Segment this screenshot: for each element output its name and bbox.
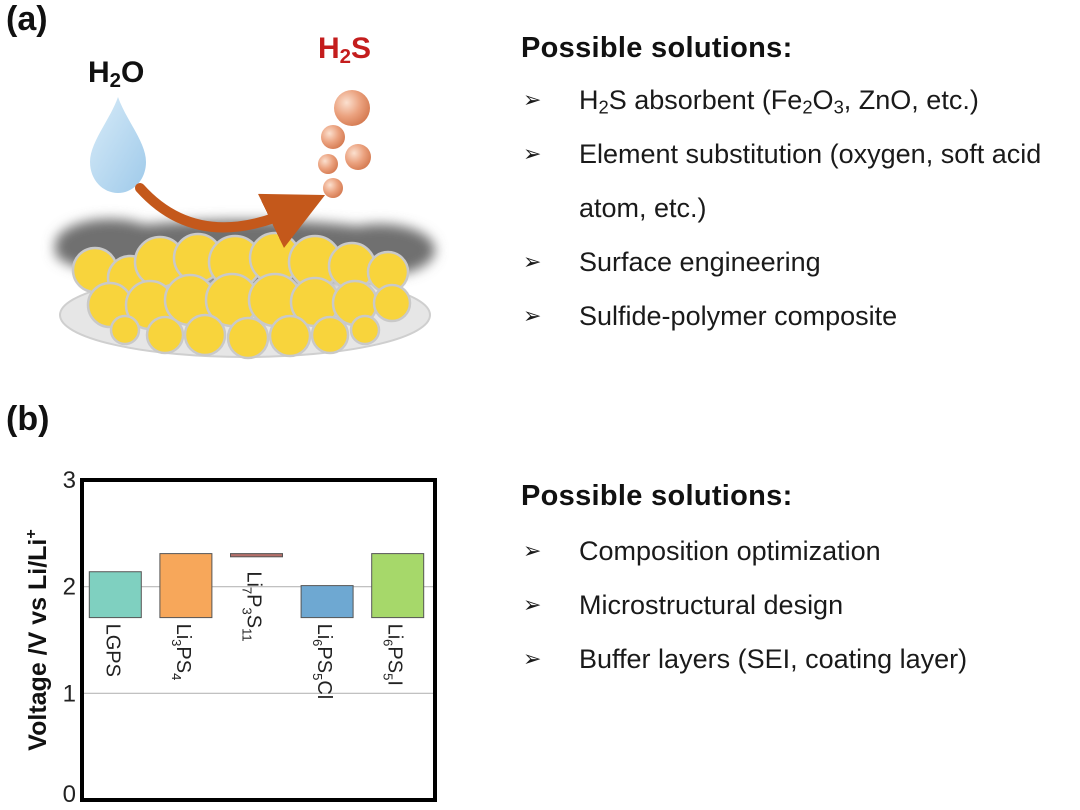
solutions-list-a: ➢ H2S absorbent (Fe2O3, ZnO, etc.) ➢ Elemen… [523, 73, 1073, 343]
y-tick-label: 0 [63, 781, 76, 808]
water-droplet [90, 97, 146, 193]
panel-a-illustration [55, 90, 435, 360]
solution-a-item: ➢ Element substitution (oxygen, soft acid… [523, 127, 1073, 235]
reaction-arrow [135, 183, 326, 249]
arrow-bullet-icon: ➢ [523, 538, 542, 563]
h2s-bubbles [318, 90, 371, 198]
arrow-bullet-icon: ➢ [523, 249, 542, 274]
bar [300, 585, 354, 619]
solution-b-item-text: Microstructural design [579, 590, 844, 620]
category-label: Li6PS5Cl [310, 624, 335, 700]
bar [159, 553, 213, 619]
solution-a-item-text: H2S absorbent (Fe2O3, ZnO, etc.) [579, 85, 979, 118]
solution-a-item-text: Element substitution (oxygen, soft acid … [579, 139, 1042, 223]
y-tick-label: 2 [63, 574, 76, 601]
sulfide-particles [71, 231, 412, 360]
y-tick-label: 1 [63, 680, 76, 707]
solution-a-item-text: Surface engineering [579, 247, 821, 277]
bar [88, 571, 142, 619]
category-label: Li7P3S11 [240, 571, 265, 641]
bar [230, 553, 283, 558]
category-label: Li6PS5I [381, 624, 406, 686]
category-label: Li3PS4 [169, 624, 194, 681]
solution-b-item: ➢ Buffer layers (SEI, coating layer) [523, 632, 1073, 686]
h2s-label: H2S [318, 32, 372, 69]
solution-a-item-text: Sulfide-polymer composite [579, 301, 898, 331]
solution-b-item-text: Composition optimization [579, 536, 881, 566]
solution-a-item: ➢ Surface engineering [523, 235, 1073, 289]
solutions-list-b: ➢ Composition optimization ➢ Microstructura… [523, 524, 1073, 686]
solutions-heading-b: Possible solutions: [521, 480, 793, 512]
plot-frame [80, 478, 437, 802]
y-axis-label: Voltage /V vs Li/Li+ [23, 529, 52, 750]
solution-b-item: ➢ Microstructural design [523, 578, 1073, 632]
arrow-bullet-icon: ➢ [523, 87, 542, 112]
solution-a-item: ➢ Sulfide-polymer composite [523, 289, 1073, 343]
arrow-bullet-icon: ➢ [523, 141, 542, 166]
solution-b-item: ➢ Composition optimization [523, 524, 1073, 578]
arrow-bullet-icon: ➢ [523, 592, 542, 617]
arrow-bullet-icon: ➢ [523, 303, 542, 328]
solution-b-item-text: Buffer layers (SEI, coating layer) [579, 644, 968, 674]
category-label: LGPS [101, 624, 123, 677]
water-label: H2O [88, 56, 145, 93]
panel-a-label: (a) [6, 0, 48, 38]
arrow-bullet-icon: ➢ [523, 646, 542, 671]
panel-b-label: (b) [6, 400, 50, 438]
y-tick-label: 3 [63, 467, 76, 494]
solutions-heading-a: Possible solutions: [521, 32, 793, 64]
bar [371, 553, 425, 619]
solution-a-item: ➢ H2S absorbent (Fe2O3, ZnO, etc.) [523, 73, 1073, 127]
